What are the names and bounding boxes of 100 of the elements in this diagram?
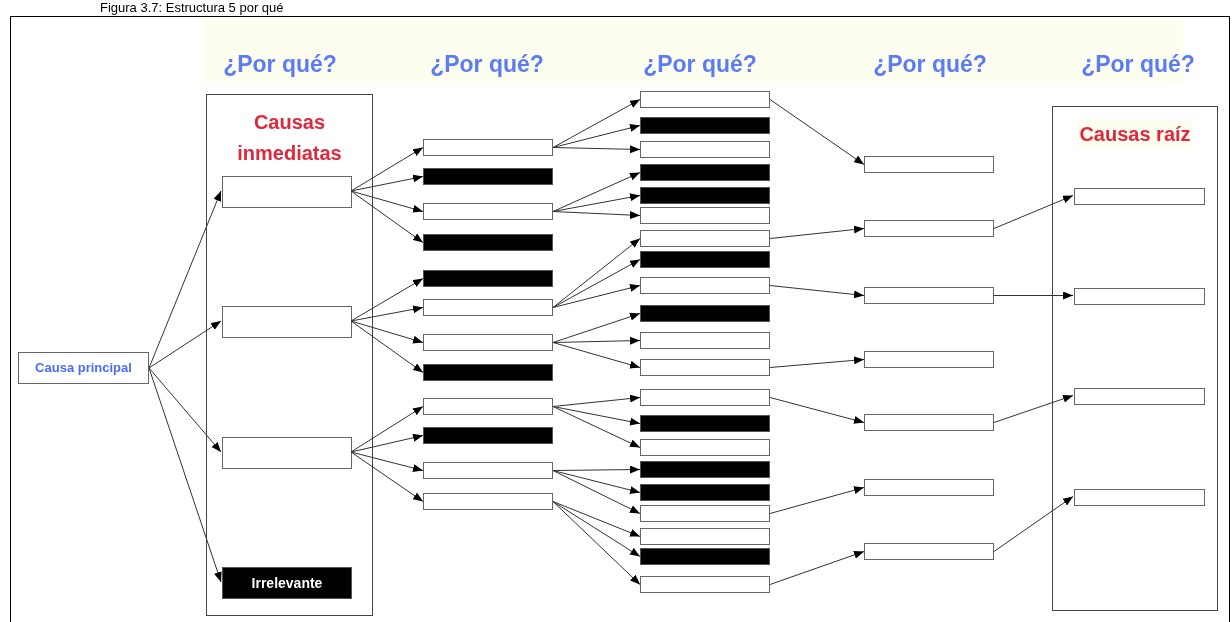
figure-title: Figura 3.7: Estructura 5 por qué <box>100 0 284 15</box>
arrow <box>350 305 424 322</box>
filled-bar <box>423 270 553 287</box>
empty-box <box>640 141 770 158</box>
empty-box <box>640 389 770 406</box>
empty-box <box>423 334 553 351</box>
arrow <box>350 147 424 192</box>
empty-box <box>640 439 770 456</box>
empty-box <box>864 220 994 237</box>
empty-box <box>864 156 994 173</box>
arrow <box>350 406 424 453</box>
arrow <box>552 501 641 585</box>
arrow <box>552 501 641 557</box>
arrow <box>148 367 222 453</box>
filled-bar <box>423 427 553 444</box>
empty-box <box>640 576 770 593</box>
arrow <box>552 145 641 154</box>
arrow <box>769 486 865 514</box>
arrow <box>350 320 424 373</box>
arrow <box>769 397 865 424</box>
empty-box <box>864 479 994 496</box>
arrow <box>350 320 424 344</box>
arrow <box>350 278 424 322</box>
empty-box <box>423 398 553 415</box>
filled-bar <box>423 168 553 185</box>
empty-box <box>1074 288 1205 305</box>
empty-box <box>222 306 352 338</box>
empty-box <box>640 207 770 224</box>
arrow <box>993 394 1074 423</box>
arrow <box>552 406 641 448</box>
arrow <box>993 496 1074 552</box>
arrow <box>552 172 641 212</box>
arrow <box>552 99 641 148</box>
filled-bar <box>640 164 770 181</box>
arrow <box>148 190 222 369</box>
empty-box <box>423 462 553 479</box>
arrow <box>350 433 424 453</box>
empty-box <box>640 277 770 294</box>
arrow <box>993 195 1074 229</box>
arrow <box>552 211 641 220</box>
empty-box <box>423 203 553 220</box>
group-container <box>1052 106 1218 611</box>
empty-box <box>864 351 994 368</box>
arrow <box>148 320 222 369</box>
arrow <box>552 406 641 426</box>
filled-bar <box>640 187 770 204</box>
empty-box <box>864 414 994 431</box>
filled-bar <box>640 251 770 268</box>
empty-box <box>640 505 770 522</box>
arrow <box>552 284 641 308</box>
empty-box <box>1074 489 1205 506</box>
empty-box <box>1074 388 1205 405</box>
filled-bar <box>640 415 770 432</box>
column-header: ¿Por qué? <box>872 50 988 79</box>
empty-box <box>423 139 553 156</box>
filled-bar <box>640 305 770 322</box>
filled-bar <box>640 484 770 501</box>
empty-box <box>1074 188 1205 205</box>
arrow <box>769 551 865 585</box>
filled-bar <box>423 364 553 381</box>
arrow <box>769 225 865 239</box>
empty-box <box>423 299 553 316</box>
arrow <box>993 291 1074 300</box>
empty-box <box>640 332 770 349</box>
arrow <box>552 124 641 148</box>
arrow <box>552 342 641 369</box>
column-header: ¿Por qué? <box>429 50 545 79</box>
arrow <box>552 336 641 345</box>
empty-box <box>864 287 994 304</box>
arrow <box>769 99 865 165</box>
group-heading: Causas inmediatas <box>236 110 343 166</box>
filled-bar <box>640 117 770 134</box>
empty-box <box>864 543 994 560</box>
arrow <box>552 465 641 474</box>
arrow <box>769 356 865 368</box>
column-header: ¿Por qué? <box>1080 50 1196 79</box>
arrow <box>552 470 641 494</box>
arrow <box>552 238 641 308</box>
arrow <box>552 259 641 308</box>
arrow <box>350 451 424 502</box>
empty-box <box>423 493 553 510</box>
column-header: ¿Por qué? <box>642 50 758 79</box>
filled-bar <box>640 548 770 565</box>
empty-box <box>640 230 770 247</box>
arrow <box>350 451 424 472</box>
empty-box <box>640 91 770 108</box>
discarded-box: Irrelevante <box>222 567 352 599</box>
group-container <box>206 94 373 616</box>
arrow <box>769 285 865 299</box>
arrow <box>552 470 641 514</box>
arrow <box>350 190 424 243</box>
empty-box <box>222 176 352 208</box>
arrow <box>350 190 424 213</box>
arrow <box>148 367 222 583</box>
empty-box <box>222 437 352 469</box>
arrow <box>350 174 424 192</box>
arrow <box>552 312 641 343</box>
column-header: ¿Por qué? <box>222 50 338 79</box>
filled-bar <box>640 461 770 478</box>
filled-bar <box>423 234 553 251</box>
